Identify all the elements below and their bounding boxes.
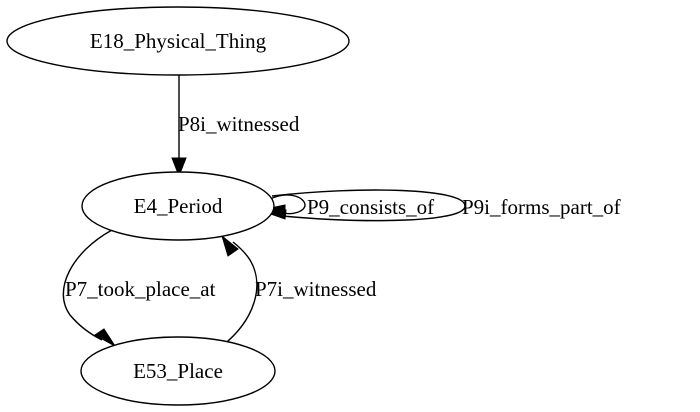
node-shape xyxy=(6,6,350,76)
edge-label-p9-consists-of: P9_consists_of xyxy=(307,195,434,219)
node-label: E18_Physical_Thing xyxy=(90,29,267,53)
edge-p7-took-place-at: P7_took_place_at xyxy=(62,229,216,347)
edge-p8i-witnessed: P8i_witnessed xyxy=(171,74,300,178)
edge-label-p7i-witnessed: P7i_witnessed xyxy=(255,277,377,301)
edge-label-p7-took-place-at: P7_took_place_at xyxy=(65,277,216,301)
edge-label-p9i-forms-part-of: P9i_forms_part_of xyxy=(462,195,621,219)
edge-p7i-witnessed: P7i_witnessed xyxy=(221,234,377,347)
arrowhead xyxy=(171,157,187,178)
arrowhead xyxy=(94,328,116,347)
edge-line xyxy=(221,241,258,347)
node-e4-period: E4_Period xyxy=(81,171,275,241)
edge-p9i-forms-part-of: P9i_forms_part_of xyxy=(267,189,621,222)
node-shape xyxy=(80,336,276,406)
node-e18-physical-thing: E18_Physical_Thing xyxy=(6,6,350,76)
edge-p9-consists-of: P9_consists_of xyxy=(264,194,434,219)
node-shape xyxy=(81,171,275,241)
node-e53-place: E53_Place xyxy=(80,336,276,406)
node-label: E53_Place xyxy=(133,359,223,383)
node-label: E4_Period xyxy=(134,194,223,218)
arrowhead xyxy=(221,234,239,257)
edge-line xyxy=(62,229,113,341)
edge-label-p8i-witnessed: P8i_witnessed xyxy=(178,112,300,136)
edge-line xyxy=(271,189,466,222)
